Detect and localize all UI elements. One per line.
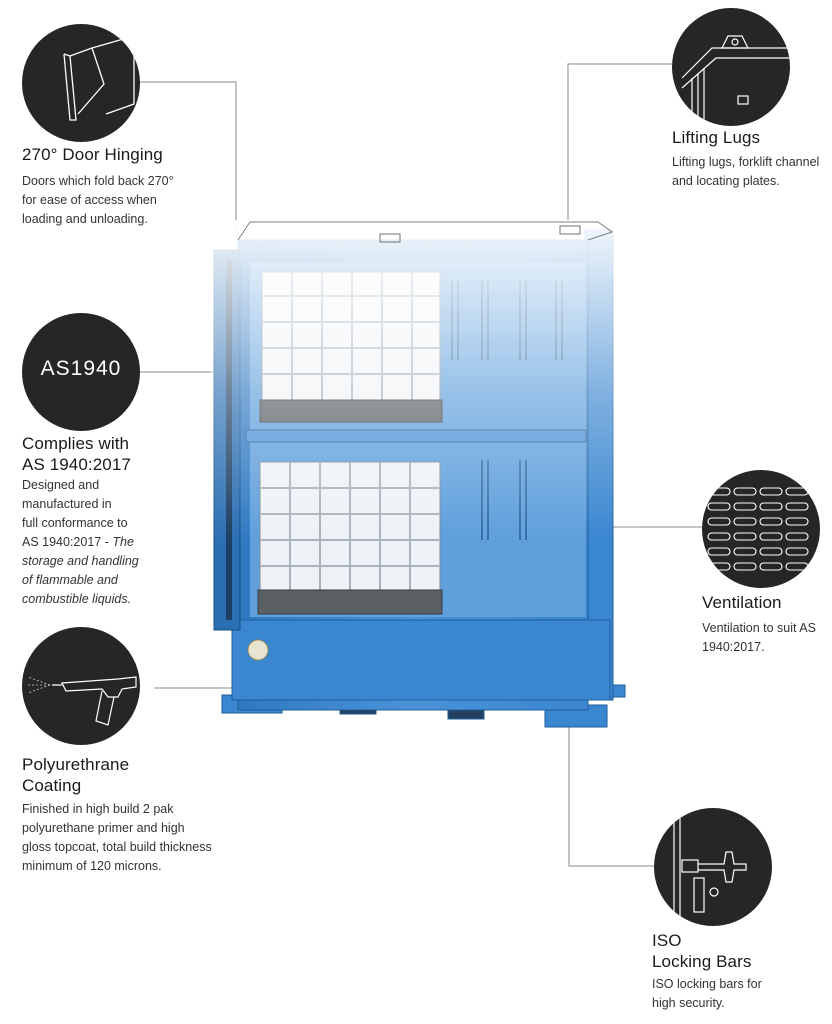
as1940-badge-text: AS1940 <box>40 357 122 380</box>
lifting-lug-icon <box>672 8 790 126</box>
spray-gun-icon <box>22 627 140 745</box>
compliance-title: Complies with AS 1940:2017 <box>22 434 131 474</box>
coating-title: Polyurethrane Coating <box>22 755 130 795</box>
locking-bar-icon <box>654 808 772 926</box>
door-hinging-title: 270° Door Hinging <box>22 145 163 164</box>
ventilation-title: Ventilation <box>702 593 782 612</box>
as1940-badge: AS1940 <box>22 313 140 431</box>
ventilation-description: Ventilation to suit AS 1940:2017. <box>702 621 816 654</box>
connector-lifting-lugs <box>567 63 672 226</box>
compliance-description: Designed and manufactured in full confor… <box>22 478 139 606</box>
door-hinging-description: Doors which fold back 270° for ease of a… <box>22 174 174 226</box>
connector-door-hinging <box>138 81 237 238</box>
cabinet-sump <box>231 619 611 701</box>
lifting-lugs-title: Lifting Lugs <box>672 128 761 147</box>
lifting-lugs-description: Lifting lugs, forklift channel and locat… <box>672 155 820 188</box>
locking-bars-title: ISO Locking Bars <box>652 931 752 971</box>
ventilation-grille-icon <box>702 470 820 588</box>
cabinet-badge <box>247 639 269 661</box>
locking-bars-description: ISO locking bars for high security. <box>652 977 762 1010</box>
storage-cabinet-illustration <box>210 220 640 728</box>
door-hinge-icon <box>22 24 140 142</box>
coating-description: Finished in high build 2 pak polyurethan… <box>22 802 212 873</box>
